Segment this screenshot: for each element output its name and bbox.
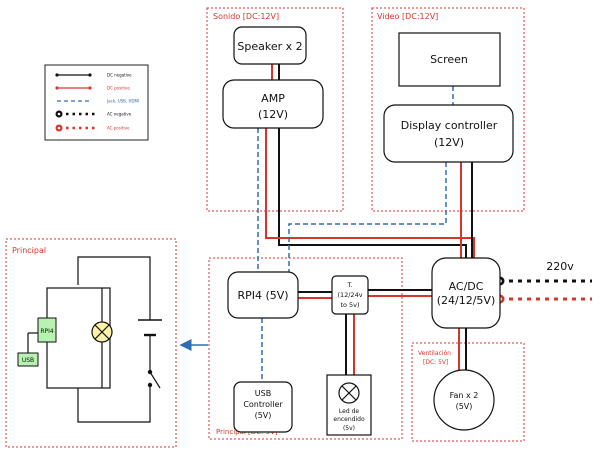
switch-contact-top [147, 369, 153, 375]
usb-controller-box [233, 381, 293, 433]
screen-box [398, 32, 501, 87]
group-principal-main [208, 257, 403, 440]
led-box [326, 374, 372, 436]
schematic-lamp-icon [91, 321, 113, 343]
display-controller-label: Display controller [401, 119, 498, 132]
acdc-label: AC/DC [449, 280, 484, 293]
acdc-voltage: (24/12/5V) [437, 294, 496, 307]
group-principal-left [5, 238, 177, 448]
schematic-usb-label: USB [22, 357, 34, 364]
group-video [371, 7, 525, 212]
switch-contact-bottom [147, 382, 153, 388]
legend-label-dc-positive: DC positive [107, 86, 130, 91]
switch-lever [149, 371, 161, 389]
led-label-2: encendido [333, 416, 365, 423]
schematic-bottom-wire [77, 385, 151, 423]
speaker-label: Speaker x 2 [237, 40, 302, 53]
rpi4-box [227, 271, 299, 319]
amp-box [222, 79, 324, 129]
wire-display-rpi4-data [288, 162, 447, 272]
display-controller-box [383, 104, 514, 163]
fan-circle [433, 369, 495, 431]
rpi4-label: RPI4 (5V) [237, 289, 288, 302]
group-ventilacion-title: Ventilación [418, 350, 451, 357]
transformer-spec-2: to 5v) [340, 301, 359, 309]
group-video-title: Video [DC:12V] [377, 12, 438, 21]
schematic-rpi4-box [37, 317, 57, 343]
legend-row-dc-negative: DC negative [55, 73, 132, 78]
legend-row-ac-negative: AC negative [55, 110, 132, 118]
usb-controller-voltage: (5V) [255, 411, 272, 420]
mains-label: 220v [546, 260, 574, 273]
transformer-spec-1: (12/24v [337, 291, 362, 299]
legend-row-dc-positive: DC positive [55, 86, 130, 91]
wire-amp-acdc-positive [265, 128, 475, 258]
legend-label-ac-negative: AC negative [107, 112, 132, 117]
group-principal-left-title: Principal [12, 246, 46, 255]
fan-voltage: (5V) [456, 402, 473, 411]
legend-label-ac-positive: AC positive [107, 126, 130, 131]
acdc-box [431, 257, 501, 329]
schematic-usb-box [17, 352, 39, 367]
group-ventilacion-subtitle: [DC: 5V] [423, 359, 448, 366]
speaker-box [233, 26, 307, 65]
schematic-top-wire [77, 256, 151, 320]
led-voltage: (5v) [343, 425, 355, 432]
led-label-1: Led de [339, 408, 359, 415]
legend-label-data: Jack, USB, HDMI [106, 99, 139, 104]
display-controller-voltage: (12V) [434, 136, 464, 149]
amp-label: AMP [261, 92, 285, 105]
usb-controller-label-2: Controller [243, 400, 283, 409]
screen-label: Screen [430, 53, 468, 66]
group-ventilacion [411, 342, 525, 442]
fan-label: Fan x 2 [450, 391, 479, 400]
led-lamp-icon [338, 382, 360, 404]
schematic-rpi4-label: RPI4 [40, 328, 54, 335]
usb-controller-label-1: USB [255, 389, 271, 398]
amp-voltage: (12V) [258, 108, 288, 121]
group-sonido [206, 7, 344, 212]
legend-row-data: Jack, USB, HDMI [57, 99, 139, 104]
transformer-label: T. [346, 281, 352, 289]
legend-row-ac-positive: AC positive [55, 124, 130, 132]
wire-amp-acdc-negative [278, 128, 467, 258]
transformer-box [331, 275, 369, 315]
group-sonido-title: Sonido [DC:12V] [213, 12, 279, 21]
legend-label-dc-negative: DC negative [107, 73, 132, 78]
